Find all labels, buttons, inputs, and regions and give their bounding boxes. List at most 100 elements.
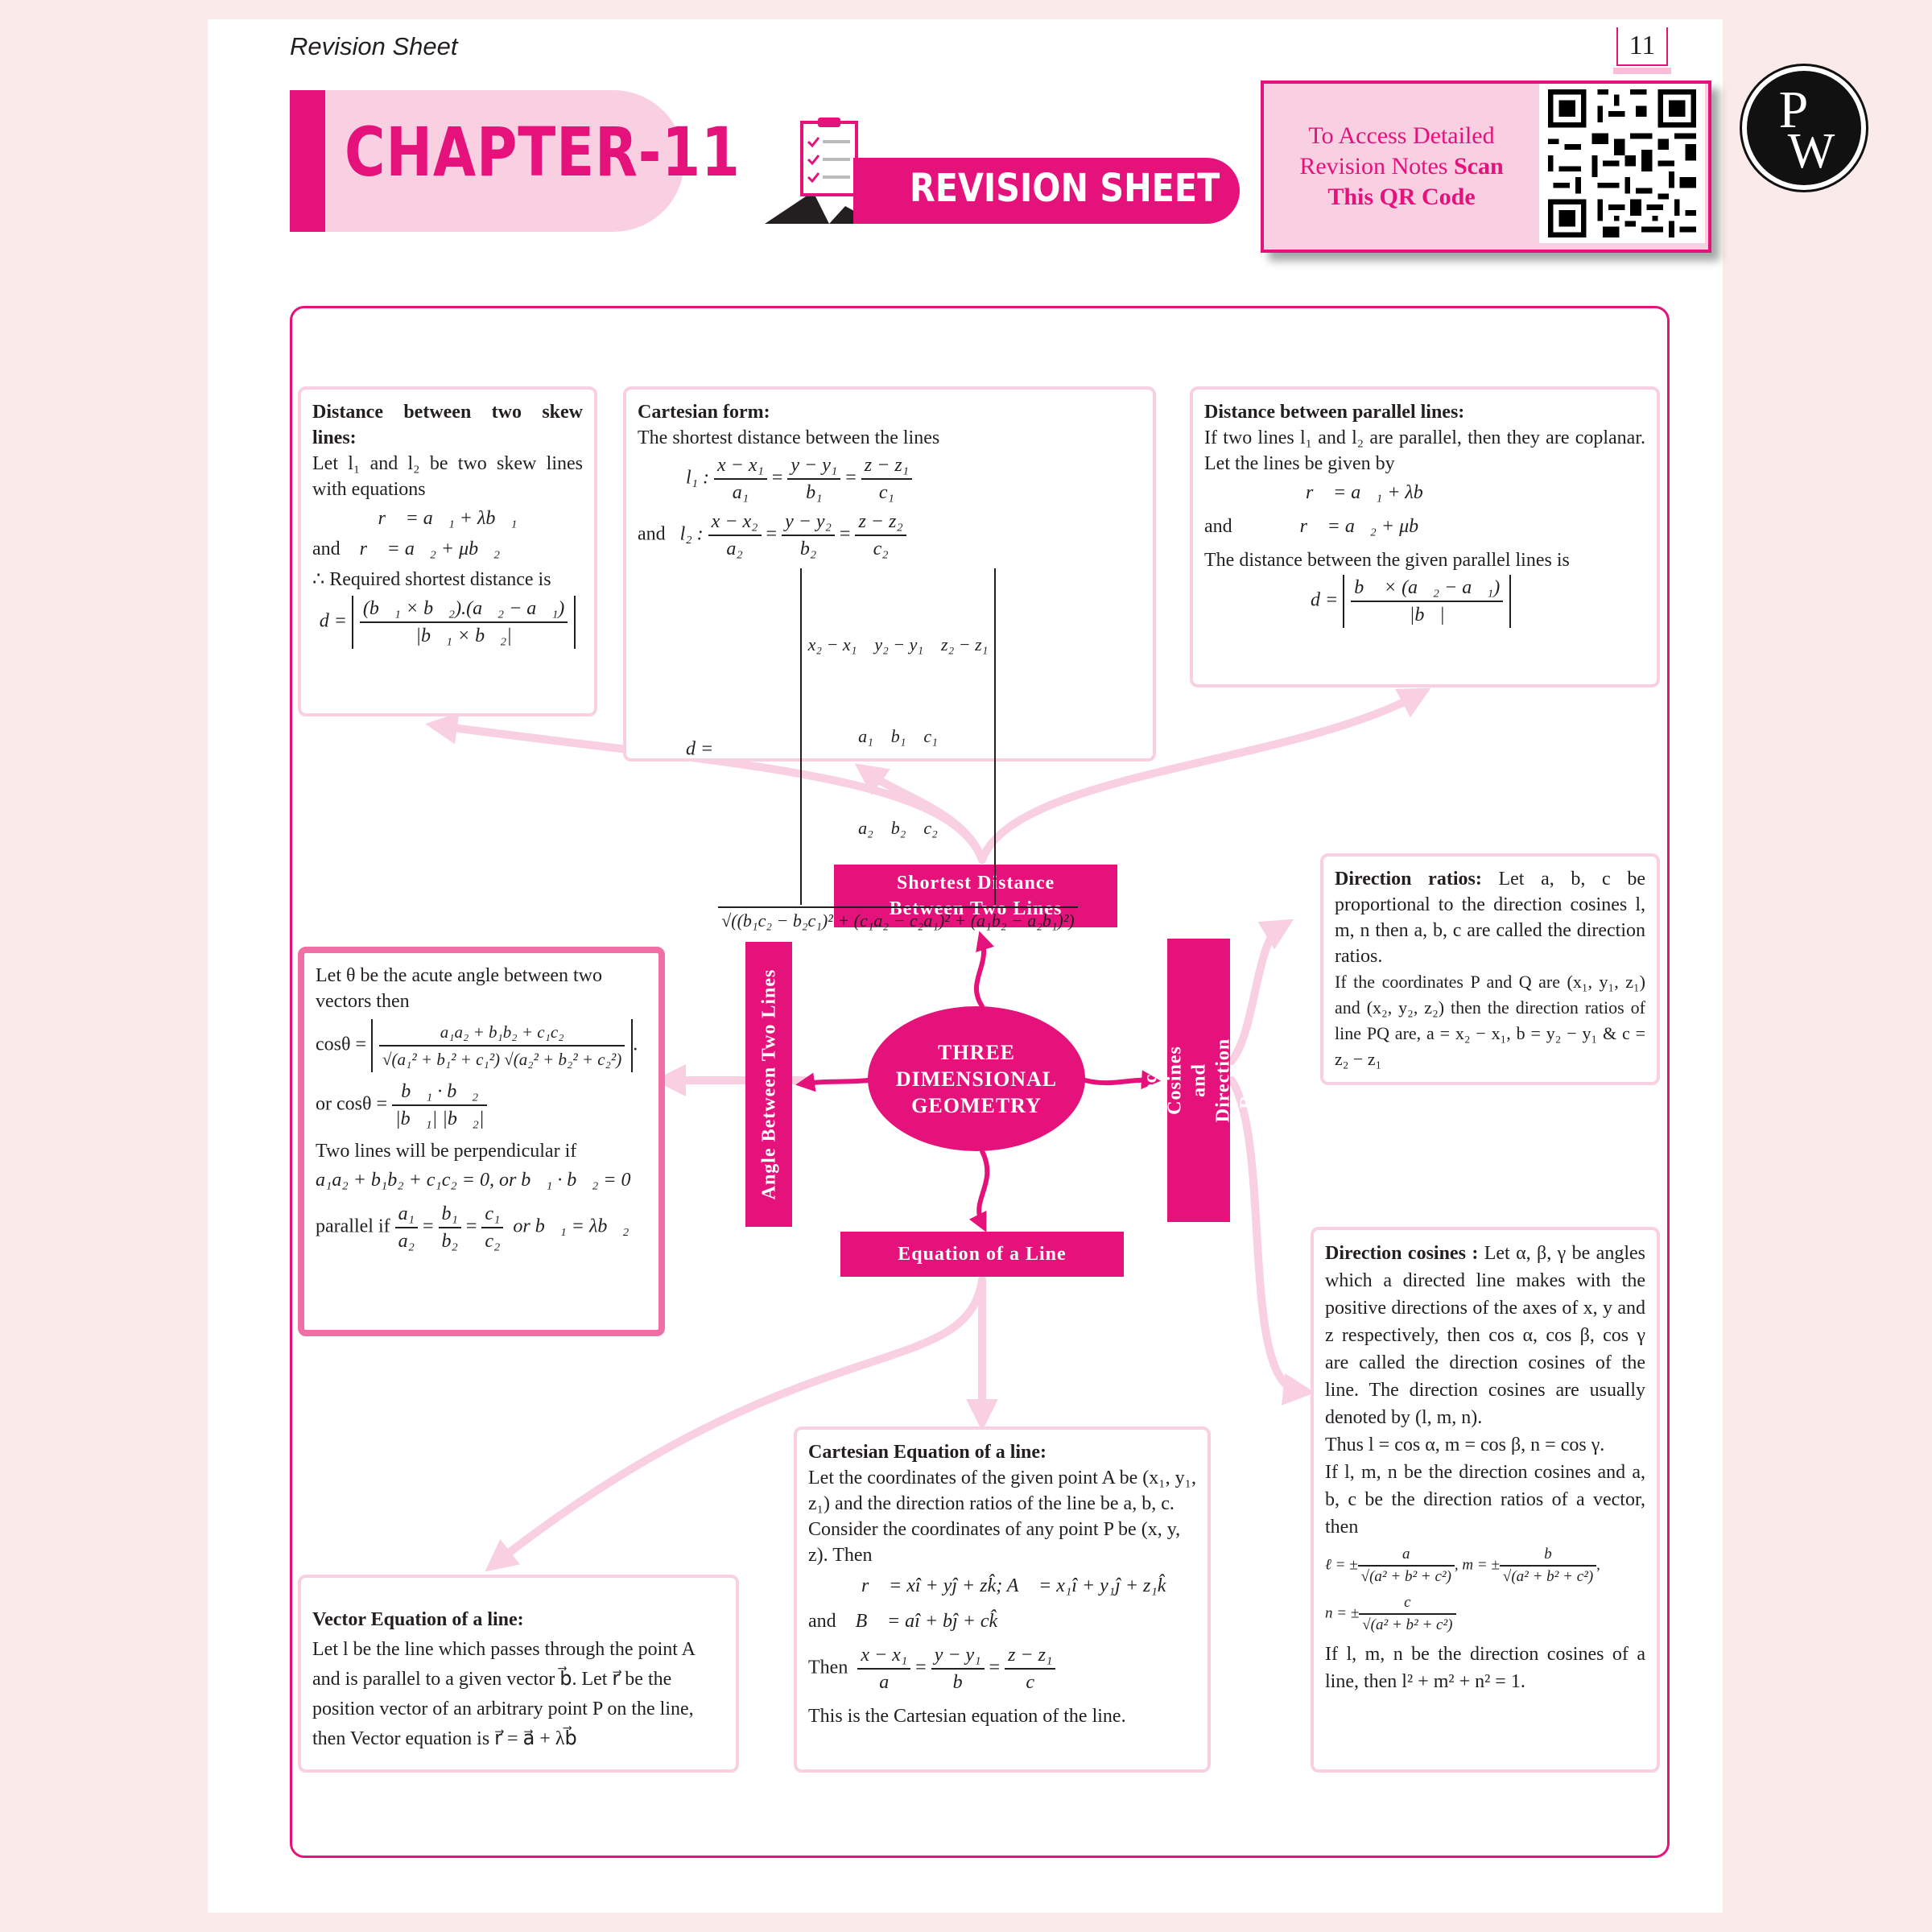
angle-between-lines-card: Let θ be the acute angle between two vec… — [298, 947, 665, 1336]
vector-eq-heading: Vector Equation of a line: — [312, 1609, 524, 1630]
par-num-a: a₁ — [394, 1201, 418, 1228]
branch-direction-label: Direction Cosines and Direction Ratios — [1140, 1038, 1257, 1123]
par-num-c: c₁ — [481, 1201, 504, 1228]
cosines-text3: If l, m, n be the direction cosines and … — [1325, 1462, 1645, 1538]
par-den-b: b₂ — [441, 1231, 458, 1252]
l2-den-b: b₂ — [799, 539, 817, 559]
cos-l-lhs: ℓ = ± — [1325, 1556, 1358, 1574]
branch-angle-label: Angle Between Two Lines — [758, 968, 779, 1200]
mind-map-frame — [290, 306, 1670, 1858]
angle-or-lhs: or cosθ = — [316, 1093, 388, 1115]
branch-shortest-distance[interactable]: Shortest Distance Between Two Lines — [834, 865, 1117, 927]
skew-text: Let l₁ and l₂ be two skew lines with equ… — [312, 453, 583, 500]
qr-caption-line2: Revision Notes — [1299, 153, 1454, 180]
cart-eq-and: and — [808, 1611, 836, 1632]
l1-den-a: a₁ — [732, 482, 749, 503]
running-header: Revision Sheet — [290, 32, 458, 60]
vector-eq-text: Let l be the line which passes through t… — [312, 1639, 695, 1749]
vector-equation-card: Vector Equation of a line: Let l be the … — [298, 1575, 739, 1773]
qr-code[interactable] — [1539, 84, 1705, 243]
cartesian-form-heading: Cartesian form: — [638, 402, 770, 423]
parallel-eq1: r⃗ = a⃗₁ + λb⃗ — [1306, 482, 1439, 503]
cart-den-b: b — [952, 1672, 963, 1693]
direction-ratios-card: Direction ratios: Let a, b, c be proport… — [1320, 853, 1660, 1085]
branch-equation-of-line[interactable]: Equation of a Line — [840, 1232, 1124, 1277]
branch-direction-cosines[interactable]: Direction Cosines and Direction Ratios — [1140, 939, 1257, 1222]
svg-text:P: P — [1779, 80, 1809, 139]
branch-shortest-distance-label: Shortest Distance Between Two Lines — [889, 873, 1063, 919]
angle-or-numerator: b⃗₁ · b⃗₂ — [392, 1079, 488, 1106]
cartesian-form-text: The shortest distance between the lines — [638, 427, 940, 448]
l1-den-b: b₁ — [806, 482, 823, 503]
det-row-3: a₂ b₂ c₂ — [858, 818, 938, 838]
cartesian-and: and — [638, 523, 666, 545]
angle-perp-eq: a₁a₂ + b₁b₂ + c₁c₂ = 0, or b⃗₁ · b⃗₂ = 0 — [316, 1170, 631, 1191]
page-number: 11 — [1613, 27, 1671, 74]
central-topic-label: THREE DIMENSIONAL GEOMETRY — [895, 1040, 1058, 1117]
cosines-text1: Let α, β, γ be angles which a directed l… — [1325, 1243, 1645, 1428]
chapter-accent-bar — [290, 90, 325, 232]
skew-heading: Distance between two skew lines: — [312, 402, 583, 448]
cartesian-form-card: Cartesian form: The shortest distance be… — [623, 386, 1156, 931]
cos-m-den: √(a² + b² + c²) — [1502, 1568, 1594, 1585]
parallel-text: If two lines l₁ and l₂ are parallel, the… — [1204, 427, 1645, 474]
ratios-text2: If the coordinates P and Q are (x₁, y₁, … — [1335, 972, 1645, 1069]
chapter-title: CHAPTER-11 — [345, 113, 741, 192]
cos-n-num: c — [1359, 1592, 1456, 1615]
par-den-a: a₂ — [398, 1231, 415, 1252]
cos-l-num: a — [1357, 1544, 1455, 1567]
cart-num-x: x − x₁ — [857, 1642, 911, 1670]
angle-perp-text: Two lines will be perpendicular if — [316, 1141, 577, 1162]
direction-cosines-card: Direction cosines : Let α, β, γ be angle… — [1311, 1227, 1660, 1773]
cosines-text4: If l, m, n be the direction cosines of a… — [1325, 1644, 1645, 1692]
revision-sheet-title: REVISION SHEET — [910, 166, 1220, 211]
qr-caption-line1: To Access Detailed — [1308, 122, 1495, 149]
par-num-b: b₁ — [438, 1201, 461, 1228]
skew-eq2: r⃗ = a⃗₂ + μb⃗₂ — [359, 539, 501, 559]
cart-eq-then: Then — [808, 1657, 848, 1678]
cos-n-lhs: n = ± — [1325, 1604, 1360, 1622]
cosines-heading: Direction cosines : — [1325, 1243, 1479, 1264]
line-2-label: l₂ : — [679, 523, 704, 545]
skew-lines-card: Distance between two skew lines: Let l₁ … — [298, 386, 597, 716]
det-row-2: a₁ b₁ c₁ — [858, 726, 938, 746]
revision-sheet-banner — [853, 158, 1240, 224]
cart-eq-b: B⃗ = aî + bĵ + ck̂ — [855, 1611, 998, 1632]
skew-d-lhs: d = — [319, 610, 347, 632]
cartesian-equation-card: Cartesian Equation of a line: Let the co… — [794, 1426, 1211, 1773]
cart-den-c: c — [1026, 1672, 1035, 1693]
cartesian-d-lhs: d = — [686, 738, 714, 760]
parallel-d-denominator: |b⃗| — [1409, 605, 1445, 625]
angle-or-denominator: |b⃗₁| |b⃗₂| — [395, 1108, 485, 1129]
branch-angle-between-lines[interactable]: Angle Between Two Lines — [745, 942, 792, 1227]
parallel-and: and — [1204, 516, 1232, 537]
ratios-heading: Direction ratios: — [1335, 869, 1482, 890]
cart-eq-heading: Cartesian Equation of a line: — [808, 1442, 1047, 1463]
l2-num-z: z − z₂ — [855, 509, 906, 536]
parallel-d-numerator: b⃗ × (a⃗₂ − a⃗₁) — [1351, 575, 1504, 602]
cart-eq-text: Let the coordinates of the given point A… — [808, 1468, 1196, 1566]
parallel-eq2: r⃗ = a⃗₂ + μb⃗ — [1299, 516, 1434, 537]
angle-par-text: parallel if — [316, 1216, 390, 1237]
skew-d-numerator: (b⃗₁ × b⃗₂).(a⃗₂ − a⃗₁) — [359, 596, 568, 623]
cosines-text2: Thus l = cos α, m = cos β, n = cos γ. — [1325, 1435, 1605, 1455]
parallel-lines-card: Distance between parallel lines: If two … — [1190, 386, 1660, 687]
cos-m-lhs: , m = ± — [1454, 1556, 1500, 1574]
parallel-heading: Distance between parallel lines: — [1204, 402, 1465, 423]
line-1-label: l₁ : — [686, 467, 710, 489]
angle-cos-denominator: √(a₁² + b₁² + c₁²) √(a₂² + b₂² + c₂²) — [382, 1050, 622, 1069]
l1-den-c: c₁ — [878, 482, 894, 503]
l1-num-x: x − x₁ — [714, 452, 767, 480]
central-topic[interactable]: THREE DIMENSIONAL GEOMETRY — [868, 1006, 1085, 1151]
angle-cos-numerator: a₁a₂ + b₁b₂ + c₁c₂ — [379, 1019, 625, 1046]
l2-num-y: y − y₂ — [782, 509, 835, 536]
skew-and: and — [312, 539, 341, 559]
l2-den-a: a₂ — [726, 539, 743, 559]
qr-caption-scan: Scan — [1453, 153, 1504, 180]
l2-den-c: c₂ — [873, 539, 889, 559]
cos-m-num: b — [1499, 1544, 1597, 1567]
ratios-text1: Let a, b, c be proportional to the direc… — [1335, 869, 1646, 967]
l1-num-y: y − y₁ — [787, 452, 841, 480]
skew-d-denominator: |b⃗₁ × b⃗₂| — [415, 625, 512, 646]
